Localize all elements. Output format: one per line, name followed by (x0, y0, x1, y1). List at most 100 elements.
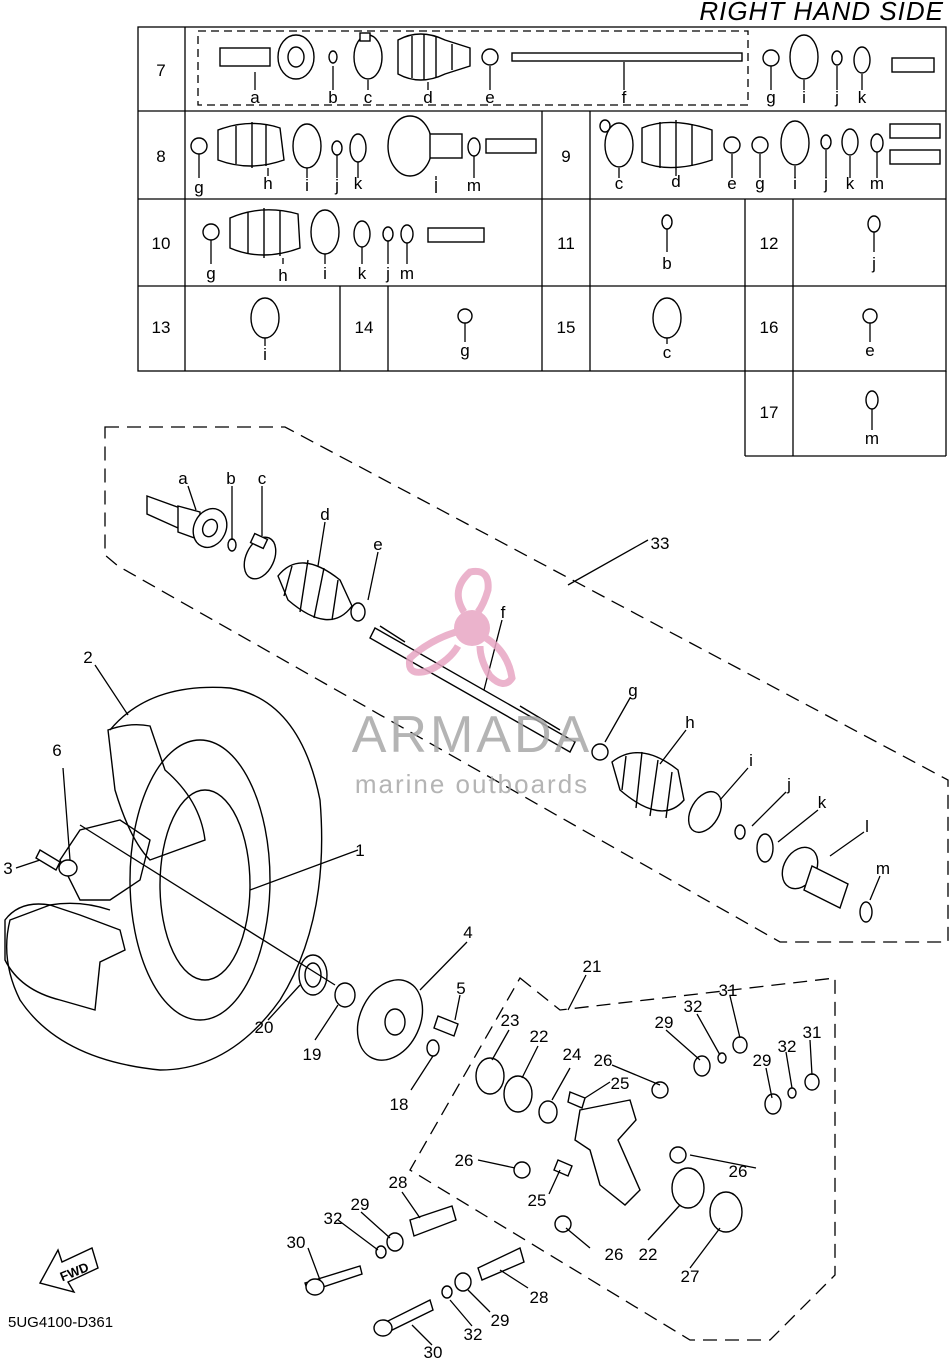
forward-arrow-icon: FWD (38, 1247, 99, 1294)
label-l: l (865, 817, 869, 836)
svg-text:h: h (278, 266, 287, 285)
kit-8-parts (190, 115, 537, 180)
label-6: 6 (52, 741, 61, 760)
svg-text:c: c (364, 88, 373, 107)
label-33: 33 (651, 534, 670, 553)
label-k: k (818, 793, 827, 812)
kit-single-parts (250, 214, 881, 430)
svg-text:g: g (206, 264, 215, 283)
kit-16-letter: e (865, 341, 874, 360)
label-26d: 26 (605, 1245, 624, 1264)
label-30a: 30 (287, 1233, 306, 1252)
svg-text:m: m (467, 176, 481, 195)
label-22b: 22 (639, 1245, 658, 1264)
label-21: 21 (583, 957, 602, 976)
svg-text:j: j (823, 174, 828, 193)
kit-number-14: 14 (355, 318, 374, 337)
kit-11-letter: b (662, 254, 671, 273)
kit-number-7: 7 (156, 61, 165, 80)
label-20: 20 (255, 1018, 274, 1037)
svg-text:f: f (622, 88, 627, 107)
label-2: 2 (83, 648, 92, 667)
label-31b: 31 (803, 1023, 822, 1042)
svg-text:g: g (194, 178, 203, 197)
svg-text:i: i (323, 264, 327, 283)
label-26c: 26 (729, 1162, 748, 1181)
label-4: 4 (463, 923, 472, 942)
label-32c: 32 (324, 1209, 343, 1228)
label-g: g (628, 681, 637, 700)
label-i: i (749, 751, 753, 770)
svg-text:j: j (834, 88, 839, 107)
label-29a: 29 (655, 1013, 674, 1032)
watermark-brand: ARMADA (352, 706, 592, 764)
knuckle-parts (304, 1036, 820, 1337)
label-29d: 29 (491, 1311, 510, 1330)
svg-text:b: b (328, 88, 337, 107)
label-d: d (320, 505, 329, 524)
kit-7-parts (219, 32, 935, 90)
label-29c: 29 (351, 1195, 370, 1214)
kit-number-8: 8 (156, 147, 165, 166)
svg-text:k: k (846, 174, 855, 193)
label-26a: 26 (594, 1051, 613, 1070)
watermark: ARMADA marine outboards (352, 567, 592, 799)
svg-text:l: l (434, 178, 438, 197)
diagram-title: RIGHT HAND SIDE (699, 0, 944, 26)
svg-text:k: k (358, 264, 367, 283)
svg-text:e: e (485, 88, 494, 107)
svg-text:g: g (766, 88, 775, 107)
label-18: 18 (390, 1095, 409, 1114)
label-28a: 28 (389, 1173, 408, 1192)
driveshaft-assembly-outline (104, 426, 949, 943)
svg-text:g: g (755, 174, 764, 193)
label-c: c (258, 469, 267, 488)
diagram-code: 5UG4100-D361 (8, 1314, 113, 1331)
label-27: 27 (681, 1267, 700, 1286)
svg-text:k: k (354, 174, 363, 193)
svg-text:h: h (263, 174, 272, 193)
kit-17-letter: m (865, 429, 879, 448)
kit-table (137, 26, 947, 457)
svg-text:i: i (793, 174, 797, 193)
kit-number-11: 11 (557, 234, 575, 253)
label-19: 19 (303, 1045, 322, 1064)
label-3: 3 (3, 859, 12, 878)
kit-13-letter: i (263, 345, 267, 364)
label-m: m (876, 859, 890, 878)
label-23: 23 (501, 1011, 520, 1030)
label-28b: 28 (530, 1288, 549, 1307)
svg-text:i: i (802, 88, 806, 107)
kit-9-parts (599, 119, 941, 178)
label-h: h (685, 713, 694, 732)
kit-7-letters: a b c d e f g i j k (250, 88, 866, 107)
label-24: 24 (563, 1045, 582, 1064)
svg-text:a: a (250, 88, 260, 107)
label-5: 5 (456, 979, 465, 998)
svg-text:j: j (334, 176, 339, 195)
label-32a: 32 (684, 997, 703, 1016)
label-a: a (178, 469, 188, 488)
label-1: 1 (355, 841, 364, 860)
label-b: b (226, 469, 235, 488)
driveshaft-parts (146, 495, 873, 923)
letter-leaders (187, 485, 881, 901)
label-30b: 30 (424, 1343, 443, 1360)
label-29b: 29 (753, 1051, 772, 1070)
svg-text:i: i (305, 176, 309, 195)
knuckle-group-outline (409, 977, 836, 1341)
hub-and-bearings (35, 824, 459, 1061)
kit-number-9: 9 (561, 147, 570, 166)
svg-text:m: m (870, 174, 884, 193)
label-25a: 25 (611, 1074, 630, 1093)
svg-text:e: e (727, 174, 736, 193)
svg-text:d: d (671, 172, 680, 191)
kit-15-letter: c (663, 343, 672, 362)
label-25b: 25 (528, 1191, 547, 1210)
kit-number-17: 17 (760, 403, 779, 422)
kit-12-letter: j (871, 254, 876, 273)
kit-14-letter: g (460, 341, 469, 360)
label-32b: 32 (778, 1037, 797, 1056)
label-j: j (786, 775, 791, 794)
